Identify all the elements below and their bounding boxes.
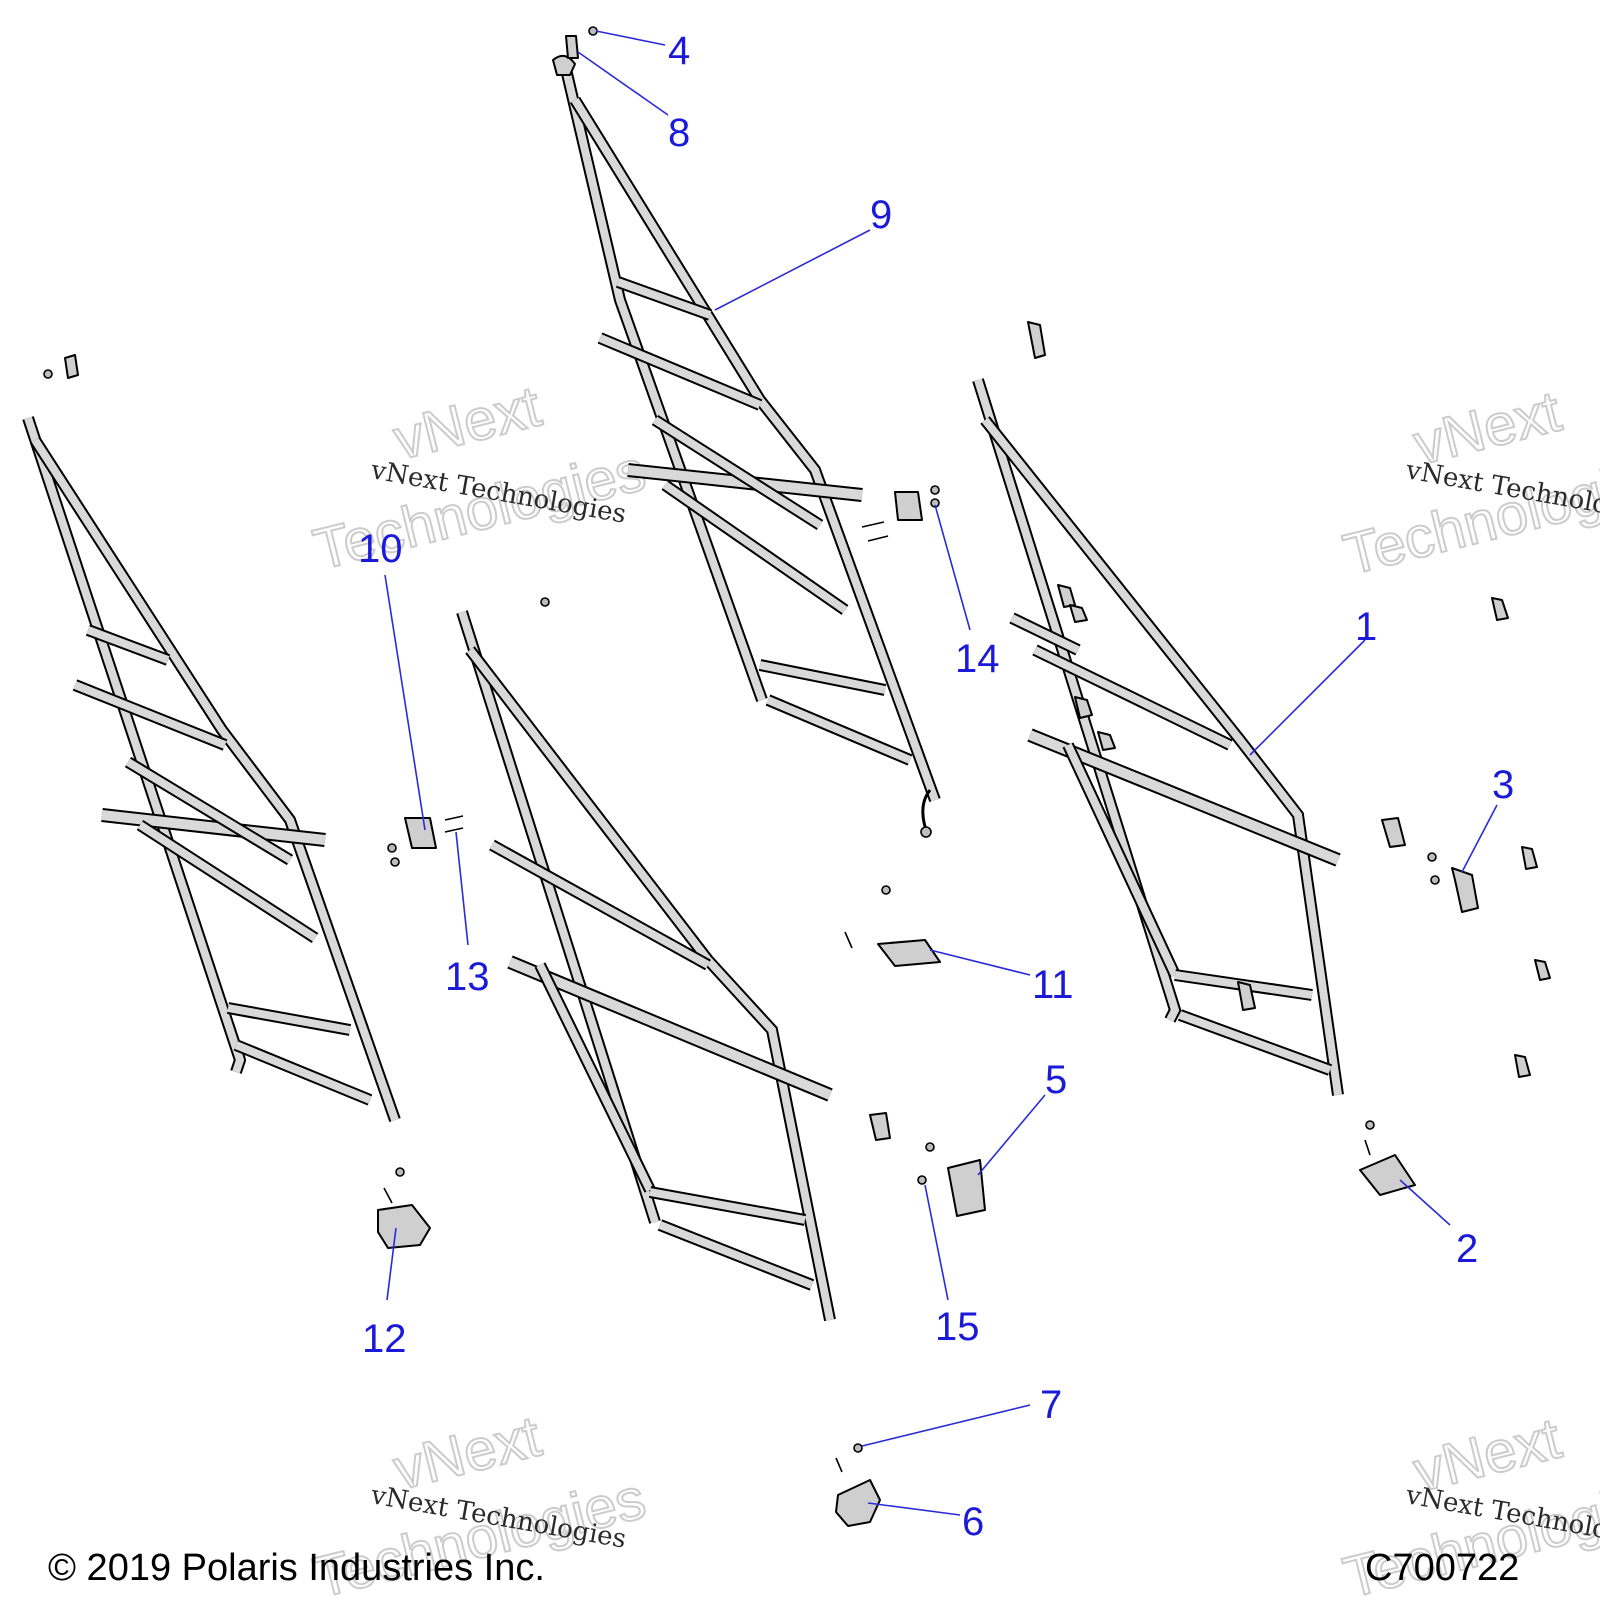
callout-14: 14 xyxy=(955,637,1000,681)
leader-8 xyxy=(577,51,669,116)
callout-2: 2 xyxy=(1456,1227,1478,1271)
callout-10: 10 xyxy=(358,527,403,571)
watermark-top-right: vNext Technologies vNext Technologies xyxy=(1336,378,1600,589)
leader-7 xyxy=(861,1404,1031,1447)
callout-1: 1 xyxy=(1355,605,1377,649)
drawing-code: C700722 xyxy=(1365,1547,1519,1589)
leader-6 xyxy=(867,1502,961,1516)
callout-9: 9 xyxy=(870,193,892,237)
hardware-parts xyxy=(43,26,1551,1527)
callout-6: 6 xyxy=(962,1500,984,1544)
callout-8: 8 xyxy=(668,111,690,155)
leader-10 xyxy=(384,574,426,831)
leader-12 xyxy=(386,1227,397,1301)
leader-5 xyxy=(977,1094,1046,1176)
copyright-text: © 2019 Polaris Industries Inc. xyxy=(48,1547,545,1589)
leader-9 xyxy=(714,229,871,311)
door-frame-left xyxy=(22,416,401,1122)
leader-lines xyxy=(384,30,1498,1516)
leader-15 xyxy=(924,1184,949,1301)
leader-1 xyxy=(1249,639,1366,756)
callout-11: 11 xyxy=(1032,963,1074,1007)
leader-4 xyxy=(595,30,666,46)
watermark-big-line-1: vNext xyxy=(387,374,547,473)
door-frame-right xyxy=(972,378,1344,1096)
leader-13 xyxy=(455,831,469,946)
callout-15: 15 xyxy=(935,1305,980,1349)
callout-13: 13 xyxy=(445,955,490,999)
callout-5: 5 xyxy=(1045,1058,1067,1102)
callout-7: 7 xyxy=(1040,1383,1062,1427)
door-frame-top-center xyxy=(552,54,941,838)
leader-2 xyxy=(1399,1179,1451,1226)
leader-14 xyxy=(934,504,971,631)
callout-labels: 1 2 3 4 5 6 7 8 9 10 11 12 13 14 15 xyxy=(358,29,1514,1544)
leader-11 xyxy=(929,949,1031,976)
callout-3: 3 xyxy=(1492,763,1514,807)
leader-3 xyxy=(1461,804,1498,873)
callout-12: 12 xyxy=(362,1317,407,1361)
callout-4: 4 xyxy=(668,29,690,73)
door-frame-center-left xyxy=(456,610,836,1322)
